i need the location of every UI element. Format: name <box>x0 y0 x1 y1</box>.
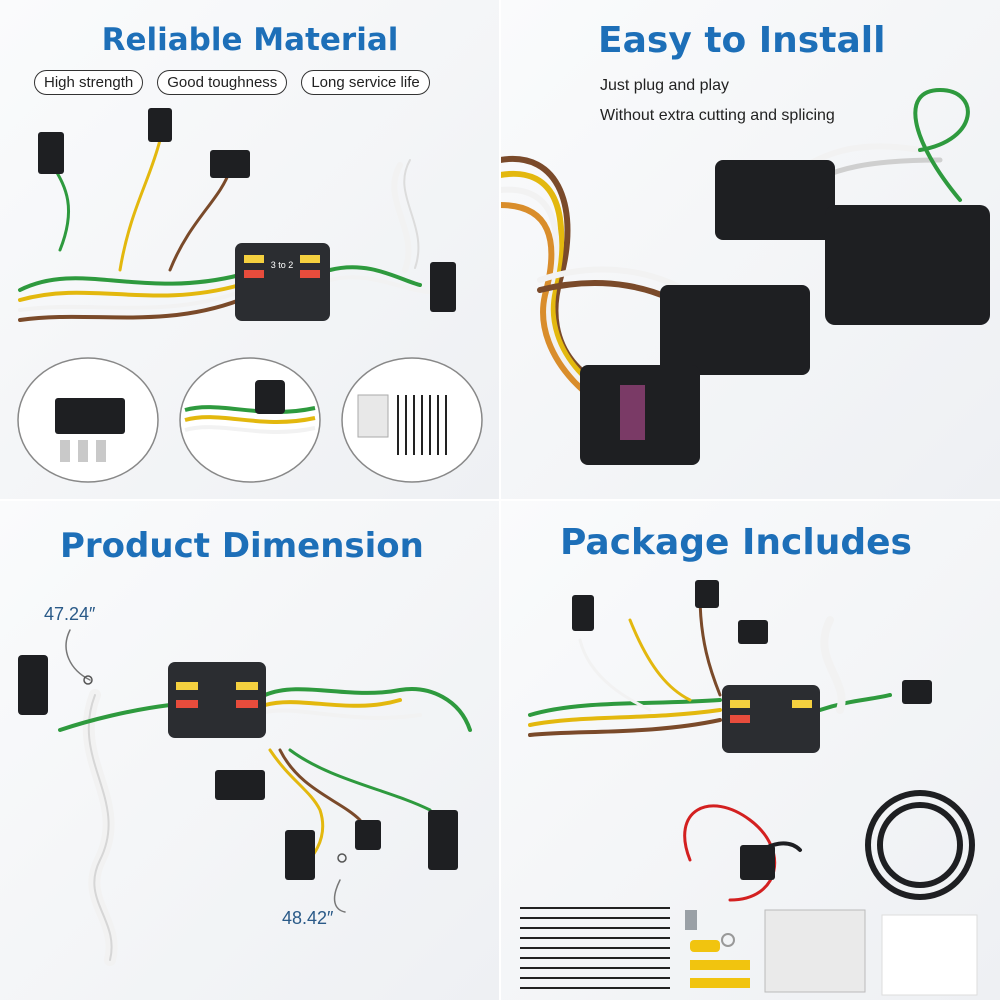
panel-easy-to-install: Easy to Install Just plug and play Witho… <box>500 0 1000 500</box>
install-line: Without extra cutting and splicing <box>600 107 835 124</box>
panel-reliable-material: Reliable Material High strength Good tou… <box>0 0 500 500</box>
wire-bundle <box>18 138 432 322</box>
measure-point-icon <box>337 853 347 863</box>
feature-pill-toughness: Good toughness <box>157 70 288 95</box>
connector-plug <box>148 108 172 142</box>
converter-module: 3 to 2 <box>235 243 330 321</box>
wire-bundle <box>528 593 892 902</box>
measure-point-icon <box>83 675 93 685</box>
device-label: 3 to 2 <box>271 260 294 270</box>
instruction-manual <box>764 909 866 993</box>
connector-socket <box>285 830 315 880</box>
connector-plug <box>38 132 64 174</box>
panel-divider <box>0 499 1000 501</box>
detail-zoom-connector <box>17 357 159 483</box>
detail-zoom-accessories <box>341 357 483 483</box>
dimension-label: 47.24″ <box>44 604 96 624</box>
connector-plug <box>215 770 265 800</box>
connector-closeup <box>500 87 990 465</box>
panel-title: Package Includes <box>560 522 912 563</box>
fuse-holder <box>740 845 775 880</box>
detail-zoom-wiring <box>179 357 321 483</box>
dimension-label: 48.42″ <box>282 908 334 928</box>
connector-plug-large <box>825 205 990 325</box>
panel-product-dimension: Product Dimension 47.24″ 48.42″ <box>0 500 500 1000</box>
connector-plug <box>738 620 768 644</box>
connector-socket <box>715 160 835 240</box>
feature-pills: High strength Good toughness Long servic… <box>34 70 430 95</box>
converter-module <box>722 685 820 753</box>
connector-plug <box>355 820 381 850</box>
converter-module <box>168 662 266 738</box>
panel-title: Reliable Material <box>101 22 399 58</box>
connector-plug <box>210 150 250 178</box>
connector-plug <box>660 285 810 375</box>
terminal-connectors <box>685 910 750 988</box>
warranty-card <box>881 914 978 996</box>
panel-package-includes: Package Includes <box>500 500 1000 1000</box>
feature-pill-strength: High strength <box>34 70 144 95</box>
flat-4-pin-connector <box>18 655 48 715</box>
flat-4-pin-connector <box>902 680 932 704</box>
install-line: Just plug and play <box>600 77 729 94</box>
flat-4-pin-connector <box>430 262 456 312</box>
harness-illustration: 3 to 2 <box>17 108 483 483</box>
connector-plug <box>428 810 458 870</box>
feature-pill-service-life: Long service life <box>301 70 430 95</box>
cable-ties <box>520 907 670 989</box>
panel-title: Product Dimension <box>60 526 424 566</box>
connector-plug <box>572 595 594 631</box>
wire-coil <box>865 790 975 900</box>
package-contents-illustration <box>520 580 978 996</box>
harness-illustration <box>18 629 472 966</box>
connector-plug <box>695 580 719 608</box>
panel-title: Easy to Install <box>598 20 886 61</box>
